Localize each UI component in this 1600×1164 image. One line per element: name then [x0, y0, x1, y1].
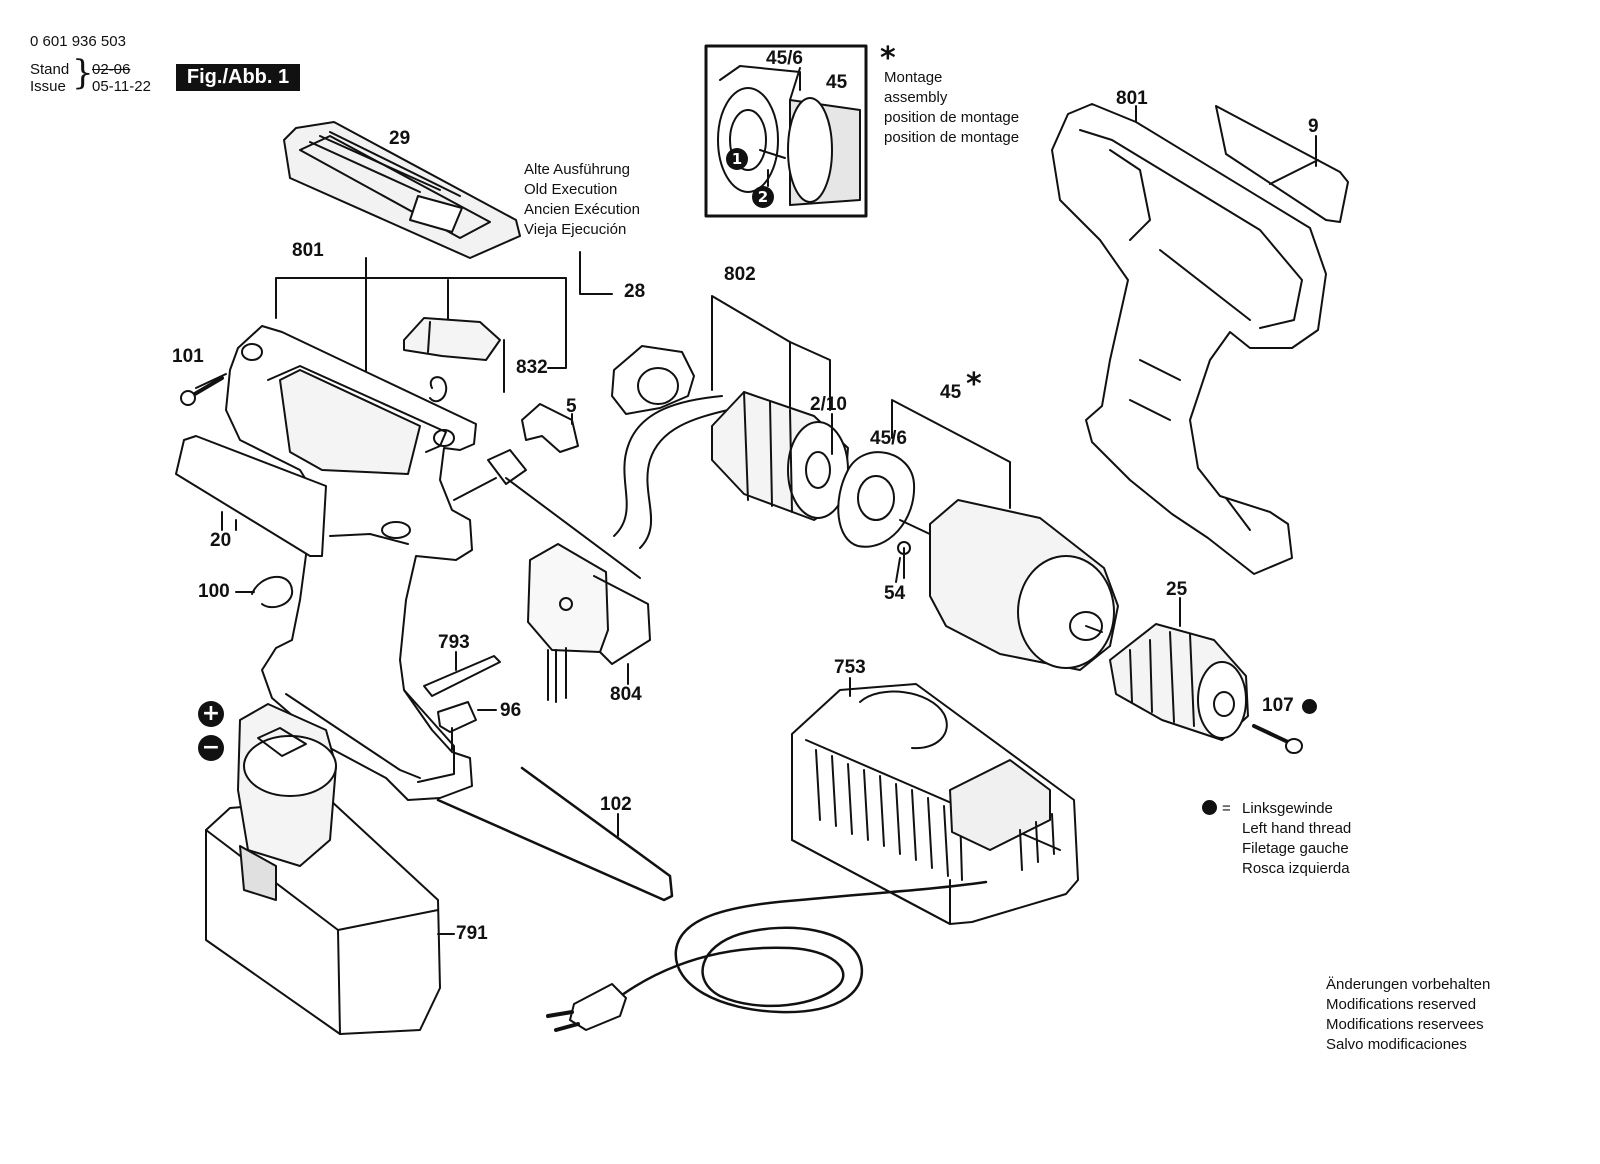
issue-label: Issue	[30, 78, 66, 95]
switch-804	[527, 543, 651, 703]
motor-802	[711, 295, 849, 521]
note-line: Montage	[884, 69, 943, 86]
part-label-2-10: 2/10	[810, 394, 847, 415]
battery-pack-791	[205, 703, 441, 1035]
switch-part-5	[453, 403, 641, 579]
inset-asterisk: *	[880, 41, 896, 76]
slider-832	[403, 317, 501, 403]
legend-equals: =	[1222, 800, 1231, 817]
note-line: Modifications reservees	[1326, 1016, 1484, 1033]
note-line: assembly	[884, 89, 948, 106]
note-line: Alte Ausführung	[524, 161, 630, 178]
part-label-25: 25	[1166, 579, 1188, 600]
left-thread-dot-icon	[1202, 800, 1217, 815]
note-line: Filetage gauche	[1242, 840, 1349, 857]
part-label-45-6-inset: 45/6	[766, 48, 803, 69]
plus-sign-icon: +	[198, 701, 224, 727]
part-label-5: 5	[566, 396, 577, 417]
disc-45-6	[837, 451, 935, 548]
part-label-54: 54	[884, 583, 906, 604]
leader-832	[447, 279, 505, 393]
part-label-107: 107	[1262, 695, 1294, 716]
screw-101	[180, 373, 227, 406]
part-label-753: 753	[834, 657, 866, 678]
leader-54	[895, 557, 901, 583]
chuck-25	[1109, 623, 1249, 741]
note-line: Änderungen vorbehalten	[1326, 976, 1491, 993]
note-line: position de montage	[884, 129, 1020, 146]
housing-right-801	[1051, 103, 1327, 575]
battery-cover-29	[283, 121, 521, 259]
part-label-802: 802	[724, 264, 756, 285]
note-line: position de montage	[884, 109, 1020, 126]
part-label-801-right: 801	[1116, 88, 1148, 109]
motor-wires	[613, 395, 729, 549]
step-one-marker: 1	[726, 148, 748, 170]
note-line: Salvo modificaciones	[1326, 1036, 1467, 1053]
brace: }	[72, 53, 94, 93]
note-line: Vieja Ejecución	[524, 221, 627, 238]
step-two-marker: 2	[752, 186, 774, 208]
stand-value: 02-06	[92, 61, 131, 78]
left-thread-marker-107-icon	[1302, 699, 1317, 714]
clip-100	[251, 575, 294, 609]
left-thread-legend: Linksgewinde Left hand thread Filetage g…	[1242, 799, 1351, 879]
brush-793	[423, 655, 501, 697]
part-label-45-inset: 45	[826, 72, 848, 93]
leader-801-left	[275, 277, 567, 369]
part-label-791: 791	[456, 923, 488, 944]
part-label-45: 45	[940, 382, 962, 403]
part-number: 0 601 936 503	[30, 33, 126, 50]
part-label-832: 832	[516, 357, 548, 378]
power-cord	[608, 880, 988, 1014]
gearbox-45	[891, 399, 1119, 671]
old-execution-note: Alte Ausführung Old Execution Ancien Exé…	[524, 160, 640, 240]
plug	[546, 983, 627, 1032]
part-label-20: 20	[210, 530, 232, 551]
figure-label: Fig./Abb. 1	[176, 64, 300, 91]
plate-9	[1215, 105, 1349, 223]
part-label-100: 100	[198, 581, 230, 602]
assembly-inset	[704, 44, 868, 218]
stand-label: Stand	[30, 61, 70, 78]
minus-sign-icon: −	[198, 735, 224, 761]
issue-value: 05-11-22	[92, 78, 151, 95]
part-label-29: 29	[389, 128, 411, 149]
modifications-note: Änderungen vorbehalten Modifications res…	[1326, 975, 1490, 1055]
part-label-28: 28	[624, 281, 646, 302]
part-label-102: 102	[600, 794, 632, 815]
part-label-101: 101	[172, 346, 204, 367]
screw-107	[1252, 724, 1303, 754]
note-line: Left hand thread	[1242, 820, 1352, 837]
part-label-793: 793	[438, 632, 470, 653]
part-label-801-left: 801	[292, 240, 324, 261]
note-line: Linksgewinde	[1242, 800, 1333, 817]
assembly-note: Montage assembly position de montage pos…	[884, 68, 1019, 148]
note-line: Old Execution	[524, 181, 618, 198]
part-45-asterisk: *	[966, 367, 982, 402]
note-line: Rosca izquierda	[1242, 860, 1350, 877]
wire-loop-102	[436, 766, 674, 902]
brush-holder-28	[579, 251, 695, 415]
part-label-804: 804	[610, 684, 642, 705]
part-label-45-6: 45/6	[870, 428, 907, 449]
note-line: Modifications reserved	[1326, 996, 1477, 1013]
part-96	[437, 701, 477, 751]
part-label-9: 9	[1308, 116, 1319, 137]
note-line: Ancien Exécution	[524, 201, 640, 218]
charger-753	[791, 683, 1079, 925]
part-label-96: 96	[500, 700, 522, 721]
plate-20	[175, 435, 327, 557]
